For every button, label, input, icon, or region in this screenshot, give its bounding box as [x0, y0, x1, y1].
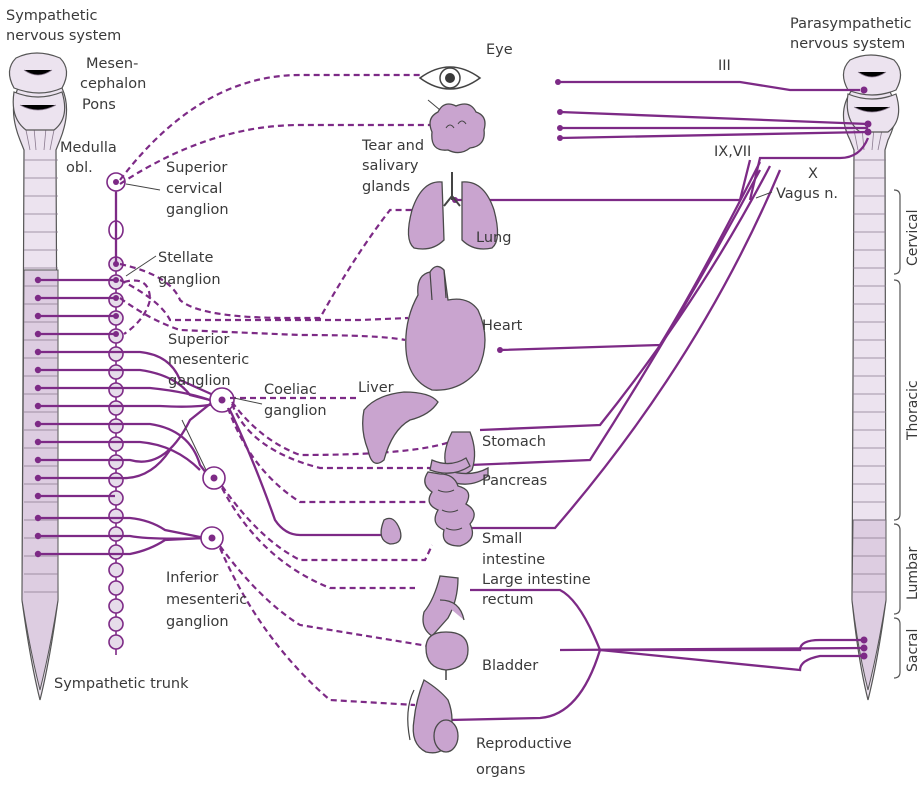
parasympathetic-title-line1: Parasympathetic — [790, 16, 912, 32]
cord-neuron-dot — [35, 439, 41, 445]
label-nerve-iii: III — [718, 58, 731, 74]
trunk-ganglion-bead — [109, 563, 123, 577]
cord-neuron-dot — [35, 367, 41, 373]
label-sympathetic-trunk: Sympathetic trunk — [54, 676, 189, 692]
label-coeliac-2: ganglion — [264, 403, 327, 419]
label-coeliac-1: Coeliac — [264, 382, 317, 398]
label-sup-mesenteric-3: ganglion — [168, 373, 231, 389]
right-spinal-cord — [843, 62, 895, 700]
label-cephalon: cephalon — [80, 76, 146, 92]
trunk-ganglion-bead — [109, 617, 123, 631]
trunk-ganglion-bead — [109, 635, 123, 649]
trunk-ganglion-bead — [109, 473, 123, 487]
region-sacral: Sacral — [905, 629, 921, 672]
heart-organ — [406, 266, 485, 390]
label-lung: Lung — [476, 230, 511, 246]
cord-neuron-dot — [35, 421, 41, 427]
label-small-1: Small — [482, 531, 522, 547]
trunk-ganglion-bead — [109, 347, 123, 361]
label-mesen: Mesen- — [86, 56, 138, 72]
reproductive-organ — [408, 680, 458, 753]
trunk-ganglion-bead — [109, 509, 123, 523]
trunk-ganglion-bead — [109, 527, 123, 541]
trunk-ganglion-bead — [109, 491, 123, 505]
trunk-ganglion-bead — [109, 437, 123, 451]
trunk-ganglion-bead — [109, 545, 123, 559]
label-small-2: intestine — [482, 552, 545, 568]
cord-neuron-dot — [35, 403, 41, 409]
label-vagus: Vagus n. — [776, 186, 838, 202]
label-superior-cervical-3: ganglion — [166, 202, 229, 218]
region-brackets: Cervical Thoracic Lumbar Sacral — [894, 190, 921, 678]
label-pancreas: Pancreas — [482, 473, 547, 489]
label-bladder: Bladder — [482, 658, 538, 674]
cord-neuron-dot — [35, 515, 41, 521]
eye-organ — [420, 67, 480, 89]
label-liver: Liver — [358, 380, 394, 396]
region-cervical: Cervical — [905, 210, 921, 267]
label-tear-2: salivary — [362, 158, 419, 174]
parasympathetic-title-line2: nervous system — [790, 36, 905, 52]
cord-neuron-dot — [35, 331, 41, 337]
label-superior-cervical-2: cervical — [166, 181, 222, 197]
cord-neuron-dot — [35, 457, 41, 463]
label-stellate-1: Stellate — [158, 250, 213, 266]
label-eye: Eye — [486, 42, 513, 58]
trunk-ganglion-bead — [109, 599, 123, 613]
cord-neuron-dot — [35, 277, 41, 283]
cord-neuron-dot — [35, 533, 41, 539]
trunk-ganglion-bead — [109, 383, 123, 397]
label-medulla: Medulla — [60, 140, 117, 156]
label-sup-mesenteric-1: Superior — [168, 332, 229, 348]
region-lumbar: Lumbar — [905, 546, 921, 600]
gallbladder-organ — [381, 518, 401, 544]
label-inf-mesenteric-2: mesenteric — [166, 592, 247, 608]
cord-neuron-dot — [35, 475, 41, 481]
large-intestine-organ — [423, 576, 464, 636]
cord-neuron-dot — [35, 349, 41, 355]
trunk-ganglion-bead — [109, 419, 123, 433]
liver-organ — [363, 392, 438, 463]
cord-neuron-dot — [35, 385, 41, 391]
label-obl: obl. — [66, 160, 93, 176]
trunk-ganglion-bead — [109, 455, 123, 469]
label-tear-1: Tear and — [361, 138, 424, 154]
label-nerve-x: X — [808, 166, 818, 182]
cord-neuron-dot — [35, 295, 41, 301]
bladder-organ — [426, 632, 468, 680]
label-stellate-2: ganglion — [158, 272, 221, 288]
cord-neuron-dot — [35, 313, 41, 319]
parasympathetic-fibers — [450, 82, 868, 720]
label-large-2: rectum — [482, 592, 534, 608]
region-thoracic: Thoracic — [905, 380, 921, 441]
label-heart: Heart — [482, 318, 523, 334]
label-large-1: Large intestine — [482, 572, 591, 588]
sympathetic-title-line2: nervous system — [6, 28, 121, 44]
label-superior-cervical-1: Superior — [166, 160, 227, 176]
label-repro-1: Reproductive — [476, 736, 572, 752]
cord-neuron-dot — [35, 551, 41, 557]
label-repro-2: organs — [476, 762, 525, 778]
trunk-ganglion-bead — [109, 581, 123, 595]
tear-salivary-organ — [428, 100, 485, 153]
left-spinal-cord — [13, 59, 66, 701]
label-pons: Pons — [82, 97, 116, 113]
trunk-ganglion-bead — [109, 365, 123, 379]
label-nerve-ix-vii: IX,VII — [714, 144, 751, 160]
sympathetic-title-line1: Sympathetic — [6, 8, 98, 24]
trunk-ganglion-bead — [109, 401, 123, 415]
cord-neuron-dot — [35, 493, 41, 499]
label-tear-3: glands — [362, 179, 410, 195]
label-sup-mesenteric-2: mesenteric — [168, 352, 249, 368]
label-stomach: Stomach — [482, 434, 546, 450]
label-inf-mesenteric-1: Inferior — [166, 570, 218, 586]
label-inf-mesenteric-3: ganglion — [166, 614, 229, 630]
